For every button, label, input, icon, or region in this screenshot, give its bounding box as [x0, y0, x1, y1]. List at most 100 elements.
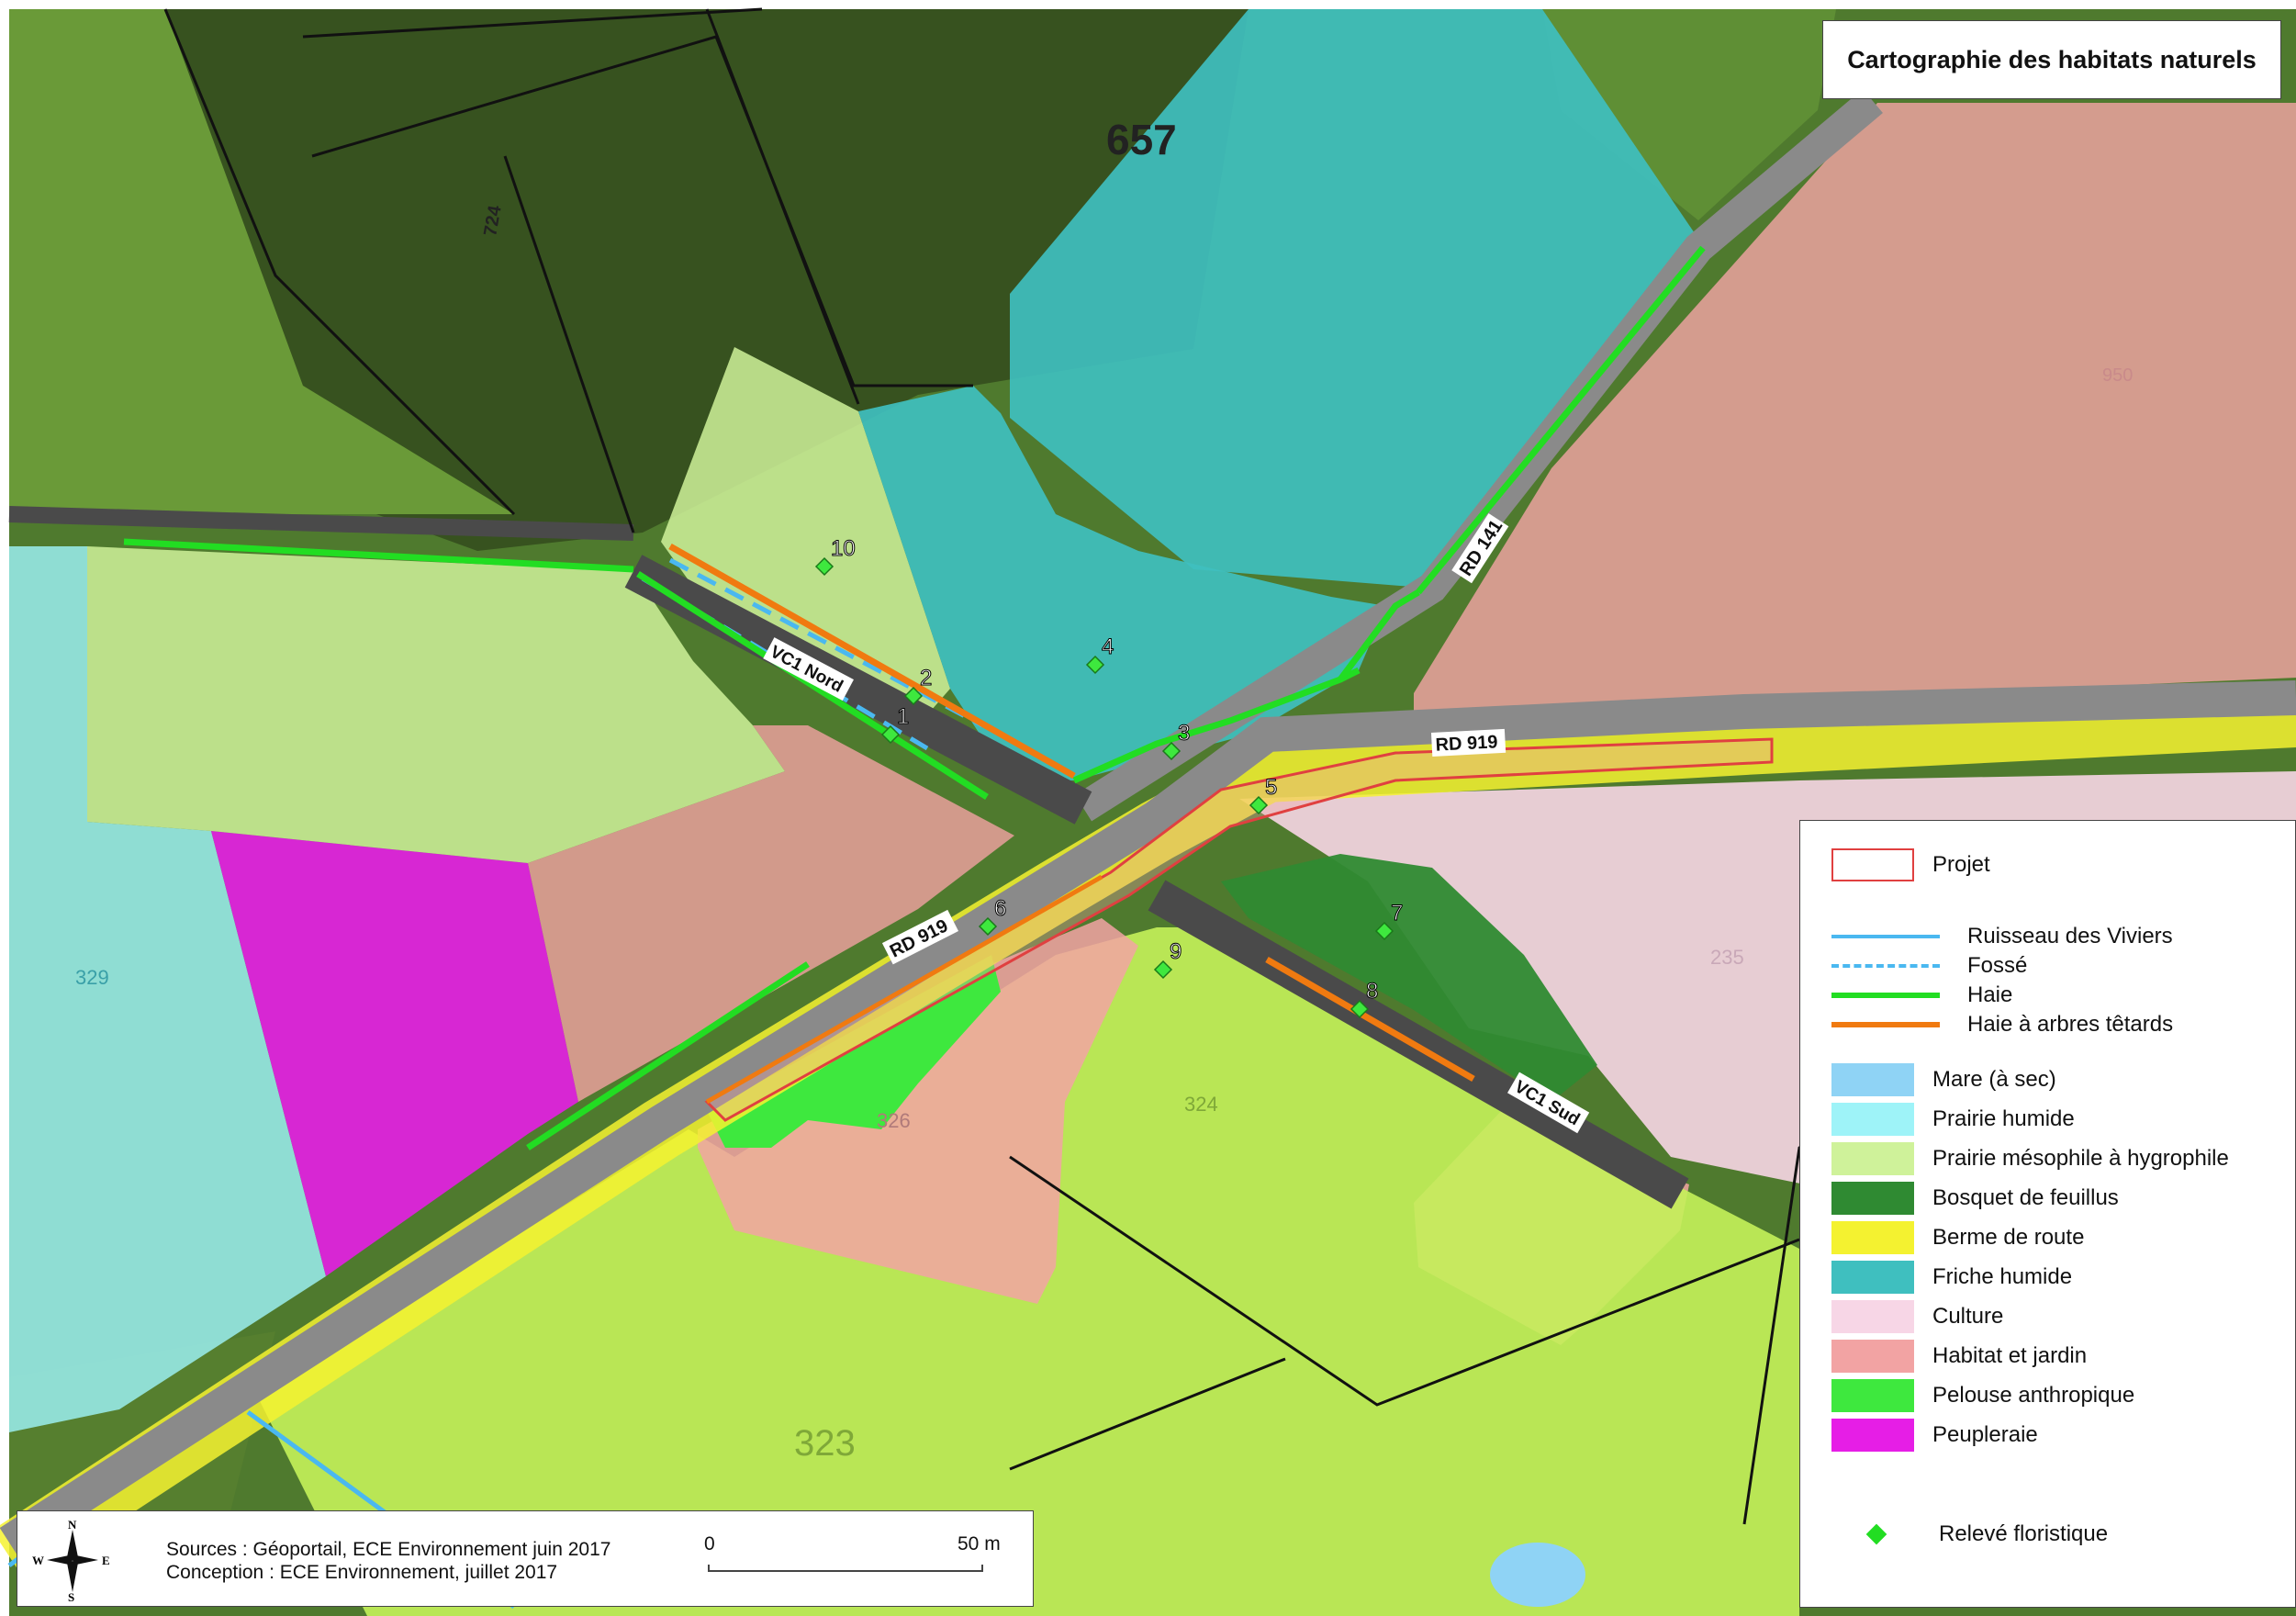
scale-end-label: 50 m — [958, 1533, 1001, 1554]
parcel-label-235: 235 — [1710, 946, 1744, 969]
area-swatch — [1831, 1182, 1914, 1215]
parcel-label-657: 657 — [1106, 116, 1177, 163]
svg-text:9: 9 — [1170, 939, 1182, 964]
haie-vc1-nord — [636, 571, 989, 800]
haie-tetards-rd919 — [705, 874, 1103, 1105]
projet-outline — [704, 737, 1774, 1122]
svg-text:RD 919: RD 919 — [1435, 732, 1498, 756]
legend-label: Prairie mésophile à hygrophile — [1932, 1146, 2229, 1171]
area-swatch — [1831, 1379, 1914, 1412]
aerial-meadow-northwest — [9, 9, 514, 514]
legend-item-area: Pelouse anthropique — [1800, 1379, 2134, 1412]
map-info-box: N S W E Sources : Géoportail, ECE Enviro… — [17, 1510, 1034, 1607]
habitat-jardin-east — [1414, 103, 2296, 716]
haie-rd141 — [1338, 245, 1706, 682]
legend-label: Culture — [1932, 1304, 2004, 1329]
parcel-label-329: 329 — [75, 966, 109, 989]
area-swatch — [1831, 1221, 1914, 1254]
legend-item-ruisseau: Ruisseau des Viviers — [1800, 920, 2173, 953]
svg-text:2: 2 — [920, 666, 932, 690]
area-swatch — [1831, 1340, 1914, 1373]
mare-sec — [1490, 1543, 1585, 1607]
svg-text:E: E — [102, 1554, 110, 1567]
prairie-north-triangle — [661, 347, 950, 725]
scale-line — [708, 1565, 983, 1572]
road-vc1-nord — [624, 555, 1092, 825]
legend-label: Projet — [1932, 852, 1990, 877]
releve-point: 1 — [880, 704, 910, 745]
legend-item-area: Bosquet de feuillus — [1800, 1182, 2119, 1215]
releve-point: 8 — [1350, 979, 1379, 1019]
legend-label: Habitat et jardin — [1932, 1343, 2088, 1368]
legend-label: Mare (à sec) — [1932, 1067, 2056, 1092]
legend-item-area: Berme de route — [1800, 1221, 2084, 1254]
svg-text:6: 6 — [994, 896, 1006, 921]
legend-label: Pelouse anthropique — [1932, 1383, 2135, 1408]
parcel-label-950: 950 — [2102, 365, 2133, 386]
haie-tetards-line-icon — [1831, 1022, 1940, 1027]
legend-label: Friche humide — [1932, 1264, 2073, 1289]
fosse-line-icon — [1831, 964, 1940, 968]
haie-rd919-southwest — [526, 961, 810, 1150]
releve-point: 5 — [1249, 775, 1278, 815]
legend-item-haie: Haie — [1800, 979, 2012, 1012]
releve-point: 7 — [1374, 901, 1404, 941]
projet-swatch — [1831, 848, 1914, 881]
area-swatch — [1831, 1142, 1914, 1175]
legend-label: Fossé — [1967, 953, 2028, 978]
legend-item-area: Friche humide — [1800, 1261, 2072, 1294]
habitat-jardin-central-west — [528, 725, 1014, 1102]
svg-text:7: 7 — [1391, 901, 1403, 926]
legend-item-area: Habitat et jardin — [1800, 1340, 2087, 1373]
prairie-west-main — [87, 546, 785, 863]
haie-tetards-south — [1265, 956, 1475, 1083]
area-swatch — [1831, 1300, 1914, 1333]
releve-point: 6 — [978, 896, 1007, 937]
releve-point: 9 — [1153, 939, 1182, 980]
legend-label: Relevé floristique — [1939, 1521, 2109, 1546]
releve-point: 4 — [1085, 634, 1114, 675]
scale-start-label: 0 — [704, 1533, 715, 1554]
prairie-humide-west — [9, 546, 326, 1432]
svg-text:8: 8 — [1366, 979, 1378, 1004]
scale-bar: 0 50 m — [704, 1533, 1001, 1574]
road-label-rd919-east: RD 919 — [1430, 728, 1506, 757]
releve-point: 10 — [814, 536, 856, 577]
ruisseau-line-icon — [1831, 935, 1940, 938]
releve-point: 2 — [903, 666, 933, 706]
parcel-label-326: 326 — [877, 1109, 911, 1132]
svg-text:W: W — [32, 1554, 44, 1567]
haie-north-west — [123, 538, 634, 573]
area-swatch — [1831, 1103, 1914, 1136]
legend-item-area: Peupleraie — [1800, 1419, 2038, 1452]
legend-item-area: Mare (à sec) — [1800, 1063, 2056, 1096]
legend-item-area: Prairie humide — [1800, 1103, 2075, 1136]
legend-item-haie-tetards: Haie à arbres têtards — [1800, 1008, 2173, 1041]
diamond-icon — [1865, 1523, 1887, 1545]
area-swatch — [1831, 1419, 1914, 1452]
legend: Projet Ruisseau des Viviers Fossé Haie H… — [1799, 820, 2296, 1608]
legend-label: Prairie humide — [1932, 1106, 2075, 1131]
aerial-field-northeast — [1542, 9, 1836, 220]
legend-item-area: Prairie mésophile à hygrophile — [1800, 1142, 2229, 1175]
svg-text:10: 10 — [831, 536, 856, 561]
area-swatch — [1831, 1063, 1914, 1096]
svg-text:3: 3 — [1178, 721, 1190, 746]
legend-label: Bosquet de feuillus — [1932, 1185, 2119, 1210]
legend-label: Haie — [1967, 982, 2013, 1007]
bosquet-feuillus — [1221, 854, 1597, 1102]
area-swatch — [1831, 1261, 1914, 1294]
sources-text: Sources : Géoportail, ECE Environnement … — [166, 1539, 611, 1560]
legend-label: Ruisseau des Viviers — [1967, 924, 2173, 948]
road-rd919 — [0, 680, 2296, 1557]
habitat-jardin-south — [698, 918, 1138, 1304]
svg-text:1: 1 — [897, 704, 909, 729]
svg-text:S: S — [68, 1590, 74, 1601]
parcel-label-324: 324 — [1184, 1093, 1218, 1116]
svg-text:5: 5 — [1265, 775, 1277, 800]
legend-item-projet: Projet — [1800, 848, 1990, 881]
svg-text:4: 4 — [1102, 634, 1114, 659]
haie-line-icon — [1831, 993, 1940, 998]
legend-label: Haie à arbres têtards — [1967, 1012, 2174, 1037]
